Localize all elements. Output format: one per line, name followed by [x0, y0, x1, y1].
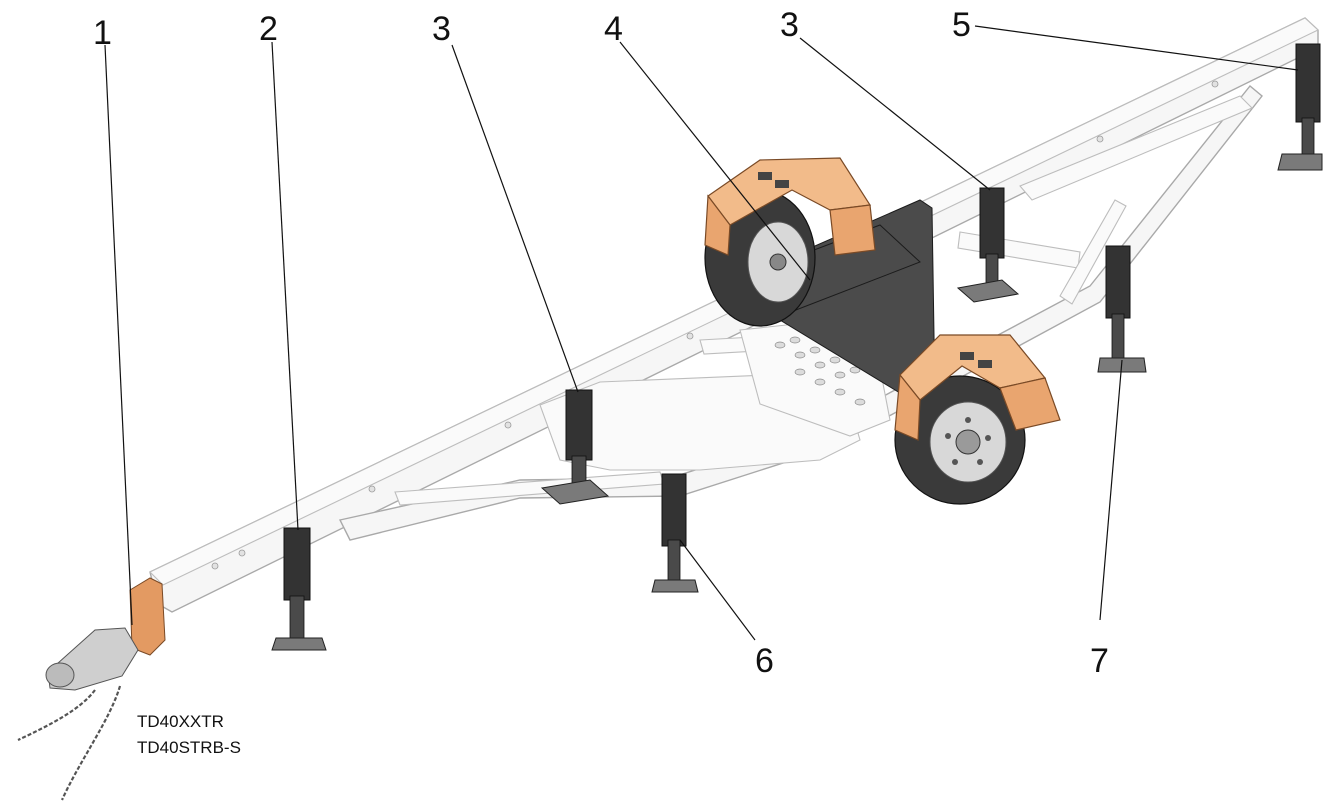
callout-1: 1 — [93, 14, 112, 52]
model-code-2: TD40STRB-S — [137, 738, 241, 757]
jack-rear-left — [956, 187, 1020, 303]
jack-rear-right — [1097, 245, 1147, 373]
leader-1 — [104, 44, 133, 626]
fender-upper — [704, 157, 876, 256]
callout-6: 6 — [755, 642, 774, 680]
leader-3b — [799, 37, 991, 191]
leader-lines — [104, 25, 1299, 641]
callout-2: 2 — [259, 10, 278, 48]
callout-5: 5 — [952, 6, 971, 44]
jack-front — [271, 527, 327, 651]
fender-lower — [894, 334, 1061, 441]
safety-chain-right — [60, 685, 122, 801]
jack-mid-left — [540, 389, 610, 505]
callout-4: 4 — [604, 10, 623, 48]
safety-chain-left — [17, 689, 96, 741]
leader-2 — [271, 41, 299, 531]
coupler-mount-plate — [129, 577, 166, 656]
wheel-lower — [894, 375, 1026, 505]
jack-mid-lower — [651, 473, 699, 593]
leader-3a — [451, 44, 579, 393]
jack-rear-far — [1277, 43, 1323, 171]
coupler-assembly — [17, 577, 166, 801]
callout-7: 7 — [1090, 642, 1109, 680]
diag-brace-rear — [1059, 199, 1127, 305]
crossmember-4 — [957, 231, 1081, 269]
leader-5 — [974, 25, 1299, 71]
model-code-1: TD40XXTR — [137, 712, 224, 731]
callout-3b: 3 — [780, 6, 799, 44]
callout-labels: 1 2 3 4 3 5 6 7 — [93, 6, 1109, 680]
axle-assembly — [704, 157, 1061, 505]
rail-holes — [211, 80, 1219, 570]
rear-crossmember — [1019, 95, 1253, 201]
model-codes: TD40XXTR TD40STRB-S — [137, 712, 241, 757]
callout-3a: 3 — [432, 10, 451, 48]
leader-7 — [1099, 359, 1123, 621]
leader-4 — [619, 41, 811, 281]
leader-6 — [679, 539, 756, 641]
